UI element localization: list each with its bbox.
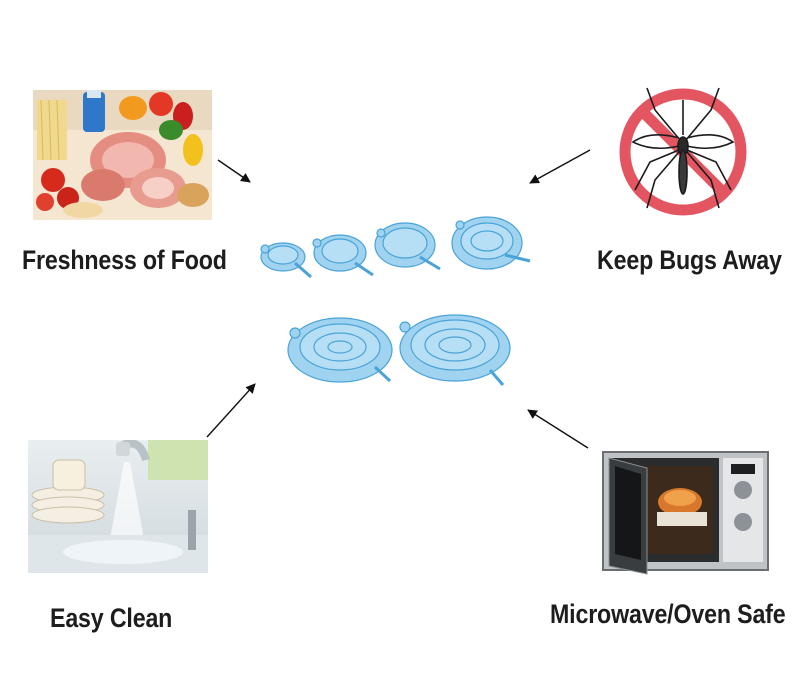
lid-large-2 [399, 314, 511, 386]
arrow-microwave [527, 409, 589, 449]
lid-medium-2 [451, 216, 531, 270]
arrow-clean [206, 383, 256, 438]
arrow-bugs [529, 149, 591, 184]
arrow-freshness [217, 159, 251, 183]
caption-easy-clean: Easy Clean [50, 603, 173, 633]
food-photo [33, 90, 212, 220]
microwave-photo [595, 442, 773, 577]
lid-small-2 [312, 234, 374, 277]
caption-freshness-of-food: Freshness of Food [22, 245, 227, 275]
silicone-lids-icon [255, 205, 540, 390]
no-mosquito-icon [595, 80, 773, 223]
lid-large-1 [287, 317, 393, 383]
lid-medium-1 [374, 222, 441, 271]
caption-microwave-oven-safe: Microwave/Oven Safe [550, 599, 786, 629]
caption-keep-bugs-away: Keep Bugs Away [597, 245, 782, 275]
sink-photo [28, 440, 208, 573]
lid-small-1 [260, 242, 312, 279]
